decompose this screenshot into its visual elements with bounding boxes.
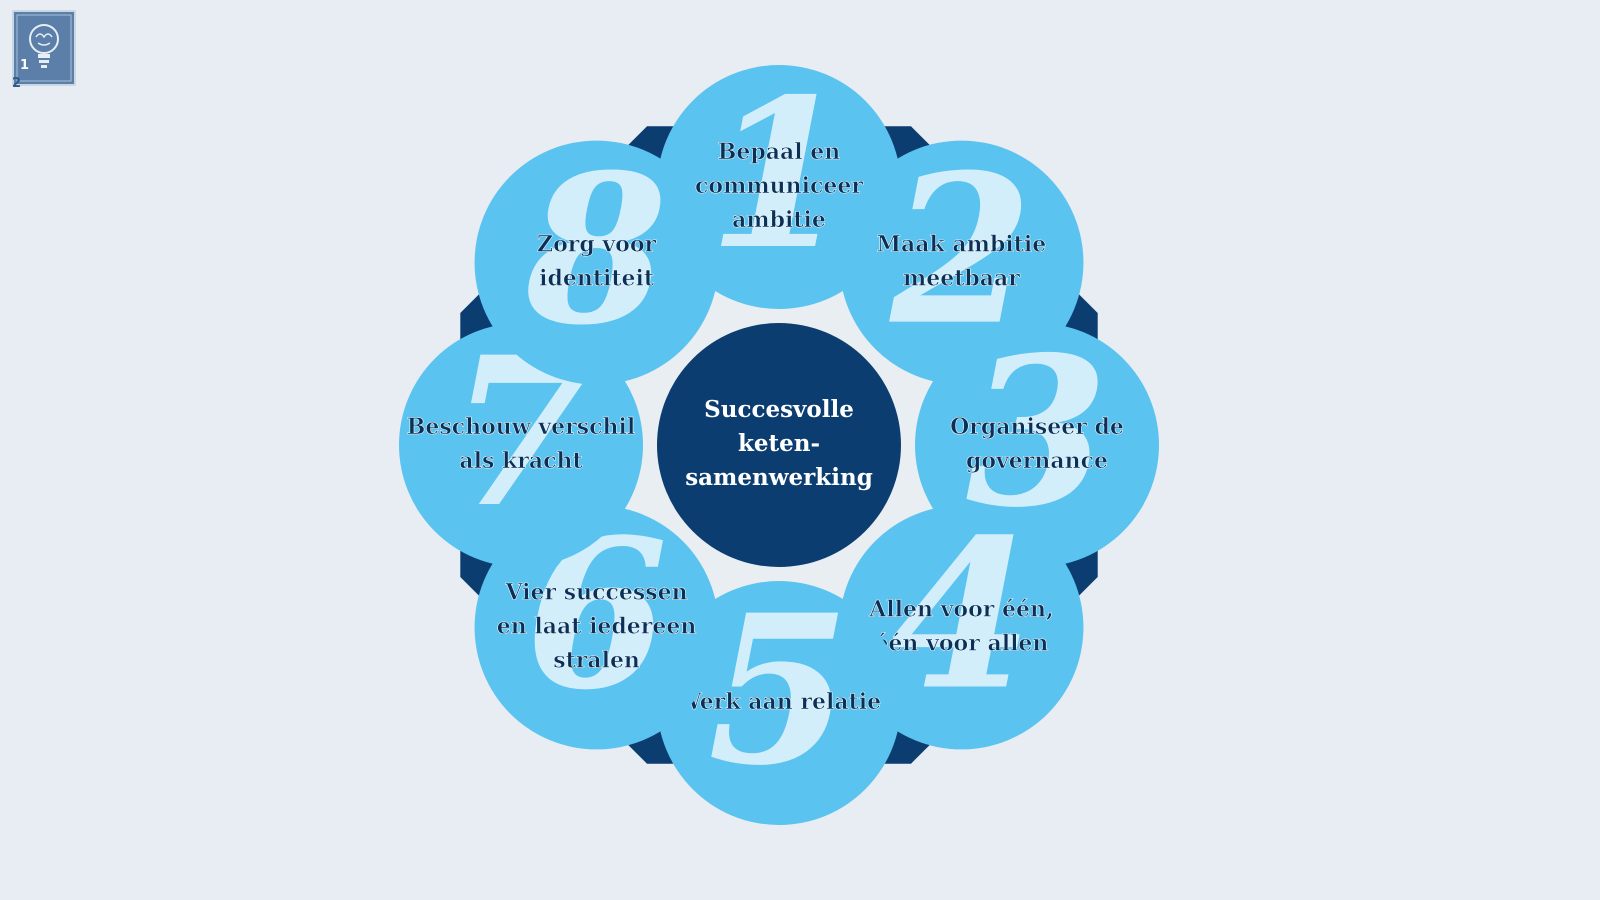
arrow-step-2-to-center [865,287,937,359]
step-label-line: Werk aan relatie [676,689,881,715]
step-label-line: meetbaar [903,266,1020,292]
dark-disc-backdrop [477,143,1081,747]
step-label-line: Organiseer de [950,414,1124,440]
step-number: 7 [450,313,593,553]
dark-octagon-backdrop [460,126,1098,764]
step-label-line: stralen [553,647,640,673]
step-circle [839,505,1084,750]
step-label-line: communiceer [695,173,863,199]
step-circle [474,505,719,750]
arrow-step-7-to-center [557,437,651,453]
step-label-line: Maak ambitie [877,232,1047,258]
center-layer: Succesvolle keten-samenwerking [581,247,977,643]
logo-number-1: 1 [20,58,30,73]
step-number: 6 [525,495,668,735]
step-label-line: één voor allen [874,630,1048,656]
step-circle [839,140,1084,385]
backdrop-layer [460,126,1098,764]
step-label-line: Zorg voor [537,232,656,258]
step-circle [657,581,901,825]
arrow-step-3-to-center [907,437,1001,453]
logo-number-2: 2 [12,76,22,91]
arrow-step-1-to-center [771,223,787,317]
step-label-line: en laat iedereen [497,613,697,639]
step-label-line: Vier successen [504,579,687,605]
light-ring [581,247,977,643]
step-number: 5 [708,571,851,811]
step-number: 3 [966,313,1109,553]
arrow-step-5-to-center [771,573,787,667]
step-number: 4 [890,495,1033,735]
logo: 1 2 [12,10,76,91]
arrow-step-8-to-center [621,287,693,359]
step-label-line: Allen voor één, [868,596,1053,622]
step-label-line: Bepaal en [718,139,841,165]
center-label-line: samenwerking [685,464,873,491]
step-label-line: identiteit [539,266,655,292]
lightbulb-brain-icon [16,14,72,82]
center-label-line: keten- [738,430,820,457]
step-label-line: als kracht [459,448,583,474]
center-circle [657,323,901,567]
step-label-line: governance [966,448,1108,474]
arrows-layer [557,223,1001,667]
step-label-line: Beschouw verschil [407,414,636,440]
step-circle [657,65,901,309]
step-number: 1 [708,55,851,295]
step-circle [399,323,643,567]
arrow-step-6-to-center [621,531,693,603]
step-number: 8 [524,131,668,371]
step-circle [915,323,1159,567]
step-label-line: ambitie [732,207,826,233]
arrow-step-4-to-center [865,531,937,603]
step-number: 2 [889,131,1033,371]
step-circle [474,140,719,385]
center-label-line: Succesvolle [704,396,854,423]
